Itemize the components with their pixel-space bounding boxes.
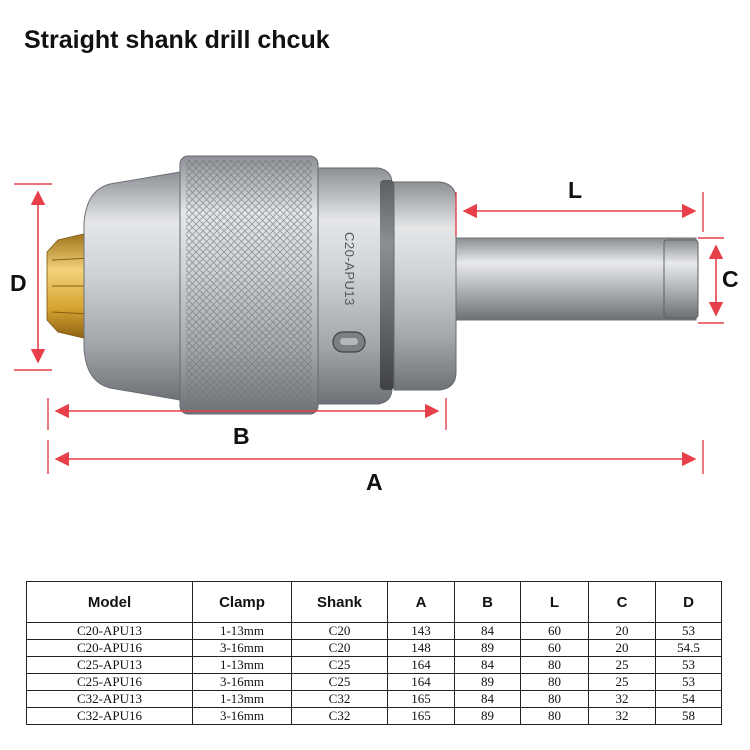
cell-d: 53 bbox=[655, 622, 722, 640]
cell-l: 60 bbox=[520, 622, 589, 640]
table-row: C20-APU16 3-16mm C20 148 89 60 20 54.5 bbox=[26, 639, 722, 657]
cell-l: 80 bbox=[520, 656, 589, 674]
cell-b: 89 bbox=[454, 707, 521, 725]
drill-chuck-diagram: C20-APU13 D L C B A bbox=[10, 155, 739, 495]
dimension-d: D bbox=[10, 183, 52, 371]
cell-a: 148 bbox=[387, 639, 455, 657]
header-l: L bbox=[520, 581, 589, 623]
cell-clamp: 3-16mm bbox=[192, 707, 292, 725]
header-a: A bbox=[387, 581, 455, 623]
cell-b: 84 bbox=[454, 690, 521, 708]
dimension-a: A bbox=[47, 440, 704, 495]
cell-b: 89 bbox=[454, 673, 521, 691]
header-b: B bbox=[454, 581, 521, 623]
dimension-l-label: L bbox=[568, 177, 582, 203]
header-shank: Shank bbox=[291, 581, 388, 623]
dimension-d-label: D bbox=[10, 270, 27, 296]
cell-clamp: 3-16mm bbox=[192, 639, 292, 657]
drill-chuck: C20-APU13 bbox=[46, 155, 699, 415]
cell-b: 89 bbox=[454, 639, 521, 657]
cell-a: 165 bbox=[387, 707, 455, 725]
cell-d: 54.5 bbox=[655, 639, 722, 657]
table-row: C25-APU13 1-13mm C25 164 84 80 25 53 bbox=[26, 656, 722, 674]
cell-c: 20 bbox=[588, 639, 656, 657]
cell-shank: C32 bbox=[291, 707, 388, 725]
header-clamp: Clamp bbox=[192, 581, 292, 623]
table-row: C32-APU16 3-16mm C32 165 89 80 32 58 bbox=[26, 707, 722, 725]
dimension-c-label: C bbox=[722, 266, 739, 292]
cell-d: 54 bbox=[655, 690, 722, 708]
table-row: C20-APU13 1-13mm C20 143 84 60 20 53 bbox=[26, 622, 722, 640]
cell-shank: C20 bbox=[291, 622, 388, 640]
dimension-c: C bbox=[698, 237, 739, 324]
cell-shank: C25 bbox=[291, 673, 388, 691]
cell-a: 164 bbox=[387, 673, 455, 691]
chuck-collar bbox=[393, 181, 457, 391]
cell-l: 60 bbox=[520, 639, 589, 657]
cell-model: C32-APU16 bbox=[26, 707, 193, 725]
chuck-nose bbox=[83, 171, 181, 401]
cell-shank: C20 bbox=[291, 639, 388, 657]
cell-c: 32 bbox=[588, 707, 656, 725]
cell-c: 25 bbox=[588, 673, 656, 691]
cell-model: C20-APU16 bbox=[26, 639, 193, 657]
cell-d: 58 bbox=[655, 707, 722, 725]
dimension-a-label: A bbox=[366, 469, 383, 495]
dimension-b: B bbox=[47, 398, 447, 449]
cell-model: C32-APU13 bbox=[26, 690, 193, 708]
table-header-row: Model Clamp Shank A B L C D bbox=[26, 581, 722, 623]
cell-b: 84 bbox=[454, 622, 521, 640]
cell-shank: C32 bbox=[291, 690, 388, 708]
cell-clamp: 3-16mm bbox=[192, 673, 292, 691]
header-c: C bbox=[588, 581, 656, 623]
cell-c: 20 bbox=[588, 622, 656, 640]
cell-l: 80 bbox=[520, 707, 589, 725]
header-model: Model bbox=[26, 581, 193, 623]
straight-shank bbox=[455, 237, 697, 321]
cell-model: C25-APU16 bbox=[26, 673, 193, 691]
cell-l: 80 bbox=[520, 673, 589, 691]
page-title: Straight shank drill chcuk bbox=[24, 26, 330, 54]
cell-d: 53 bbox=[655, 656, 722, 674]
cell-c: 32 bbox=[588, 690, 656, 708]
cell-clamp: 1-13mm bbox=[192, 656, 292, 674]
cell-l: 80 bbox=[520, 690, 589, 708]
table-row: C32-APU13 1-13mm C32 165 84 80 32 54 bbox=[26, 690, 722, 708]
cell-clamp: 1-13mm bbox=[192, 622, 292, 640]
cell-clamp: 1-13mm bbox=[192, 690, 292, 708]
cell-a: 164 bbox=[387, 656, 455, 674]
specification-table: Model Clamp Shank A B L C D C20-APU13 1-… bbox=[26, 581, 722, 725]
cell-shank: C25 bbox=[291, 656, 388, 674]
cell-b: 84 bbox=[454, 656, 521, 674]
cell-a: 143 bbox=[387, 622, 455, 640]
cell-c: 25 bbox=[588, 656, 656, 674]
table-row: C25-APU16 3-16mm C25 164 89 80 25 53 bbox=[26, 673, 722, 691]
dimension-l: L bbox=[455, 177, 704, 236]
cell-model: C20-APU13 bbox=[26, 622, 193, 640]
header-d: D bbox=[655, 581, 722, 623]
dimension-b-label: B bbox=[233, 423, 250, 449]
cell-a: 165 bbox=[387, 690, 455, 708]
chuck-ring bbox=[380, 180, 394, 390]
cell-model: C25-APU13 bbox=[26, 656, 193, 674]
cell-d: 53 bbox=[655, 673, 722, 691]
chuck-engraving: C20-APU13 bbox=[342, 232, 357, 306]
